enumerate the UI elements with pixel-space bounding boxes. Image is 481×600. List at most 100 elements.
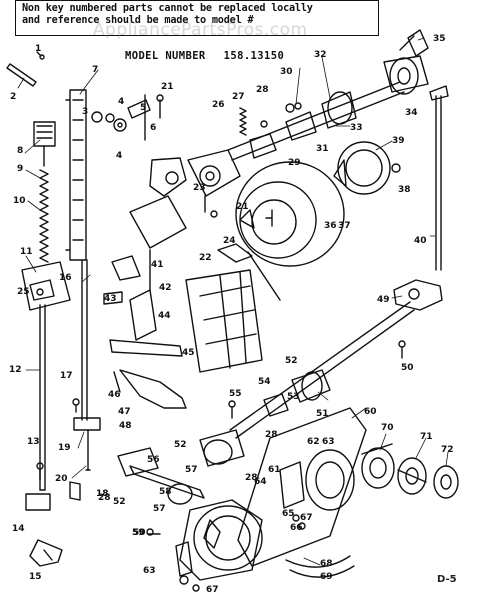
callout-69: 69 <box>320 572 333 582</box>
callout-42: 42 <box>159 283 172 293</box>
notice-box: Non key numbered parts cannot be replace… <box>15 0 379 36</box>
callout-17: 17 <box>60 371 73 381</box>
notice-line-1: Non key numbered parts cannot be replace… <box>22 3 313 14</box>
callout-54: 54 <box>258 377 271 387</box>
watermark: AppliancePartsPros.com <box>93 20 308 40</box>
callout-33: 33 <box>350 123 363 133</box>
callout-43: 43 <box>104 294 117 304</box>
callout-30: 30 <box>280 67 293 77</box>
part-washers-group <box>91 94 151 141</box>
callout-36: 36 <box>324 221 337 231</box>
callout-29: 29 <box>288 158 301 168</box>
callout-60: 60 <box>364 407 377 417</box>
part-bobbin-72 <box>433 465 459 499</box>
callout-28-mid: 28 <box>265 430 278 440</box>
callout-52-mid: 52 <box>174 440 187 450</box>
callout-71: 71 <box>420 432 433 442</box>
callout-11: 11 <box>20 247 33 257</box>
callout-45: 45 <box>182 348 195 358</box>
part-bushings-30 <box>260 102 302 128</box>
callout-63-lower: 63 <box>143 566 156 576</box>
callout-40: 40 <box>414 236 427 246</box>
callout-49: 49 <box>377 295 390 305</box>
part-presser-foot <box>25 493 63 567</box>
notice-line-2: and reference should be made to model # <box>22 15 254 26</box>
callout-66: 66 <box>290 523 303 533</box>
callout-48: 48 <box>119 421 132 431</box>
callout-27: 27 <box>232 92 245 102</box>
part-feed-dog-chain <box>217 243 281 301</box>
callout-63-upper: 63 <box>322 437 335 447</box>
callout-35: 35 <box>433 34 446 44</box>
part-handwheel-36 <box>235 161 345 267</box>
part-screw-21 <box>156 94 164 119</box>
callout-50-left: 50 <box>133 528 146 538</box>
part-screw-top-left <box>36 51 45 60</box>
part-rod-40 <box>429 85 449 271</box>
part-thumb-screw <box>36 462 44 481</box>
part-lower-shaft <box>229 301 415 439</box>
part-bobbin-case-70 <box>361 443 395 489</box>
callout-46: 46 <box>108 390 121 400</box>
part-gear-hook <box>117 429 245 505</box>
part-small-screws-left <box>69 398 81 501</box>
callout-7: 7 <box>92 65 98 75</box>
callout-41: 41 <box>151 260 164 270</box>
callout-26: 26 <box>212 100 225 110</box>
callout-53: 53 <box>287 392 300 402</box>
callout-14: 14 <box>12 524 25 534</box>
callout-65: 65 <box>282 509 295 519</box>
callout-52-upper: 52 <box>285 356 298 366</box>
callout-57-lower: 57 <box>153 504 166 514</box>
model-number-heading: MODEL NUMBER 158.13150 <box>125 50 302 62</box>
callout-28-top: 28 <box>256 85 269 95</box>
callout-12: 12 <box>9 365 22 375</box>
callout-1: 1 <box>35 44 41 54</box>
callout-68: 68 <box>320 559 333 569</box>
part-spring-27 <box>239 107 247 136</box>
callout-21-mid: 21 <box>236 202 249 212</box>
callout-23: 23 <box>193 183 206 193</box>
part-bobbin-71 <box>397 457 427 495</box>
callout-28-low: 28 <box>245 473 258 483</box>
callout-13: 13 <box>27 437 40 447</box>
callout-4-upper: 4 <box>118 97 124 107</box>
model-label: MODEL NUMBER <box>125 50 206 62</box>
model-number: 158.13150 <box>223 50 285 62</box>
callout-58: 58 <box>159 487 172 497</box>
callout-15: 15 <box>29 572 42 582</box>
part-winder-35 <box>399 29 429 57</box>
part-shuttle-race <box>179 499 263 581</box>
callout-67-upper: 67 <box>300 513 313 523</box>
part-upper-shaft <box>227 55 429 161</box>
callout-34: 34 <box>405 108 418 118</box>
callout-61: 61 <box>268 465 281 475</box>
callout-52-left: 52 <box>113 497 126 507</box>
callout-59: 59 <box>132 528 145 538</box>
callout-20: 20 <box>55 474 68 484</box>
callout-39: 39 <box>392 136 405 146</box>
callout-64: 64 <box>254 477 267 487</box>
part-tension-hub <box>33 121 56 167</box>
callout-44: 44 <box>158 311 171 321</box>
callout-labels: 1 2 3 4 4 5 6 7 8 9 10 11 12 13 14 15 16… <box>9 34 454 595</box>
callout-70: 70 <box>381 423 394 433</box>
callout-16: 16 <box>59 273 72 283</box>
callout-10: 10 <box>13 196 26 206</box>
part-coil-spring-vertical <box>39 169 49 263</box>
callout-38: 38 <box>398 185 411 195</box>
callout-3: 3 <box>82 107 88 117</box>
callout-5: 5 <box>140 103 146 113</box>
part-pin-top-left <box>6 63 37 87</box>
page-code: D-5 <box>437 574 457 585</box>
callout-21-top: 21 <box>161 82 174 92</box>
callout-6: 6 <box>150 123 156 133</box>
part-screw-55 <box>228 400 236 419</box>
callout-2: 2 <box>10 92 16 102</box>
callout-8: 8 <box>17 146 23 156</box>
part-feed-bar <box>109 339 187 409</box>
callout-62: 62 <box>307 437 320 447</box>
callout-24: 24 <box>223 236 236 246</box>
